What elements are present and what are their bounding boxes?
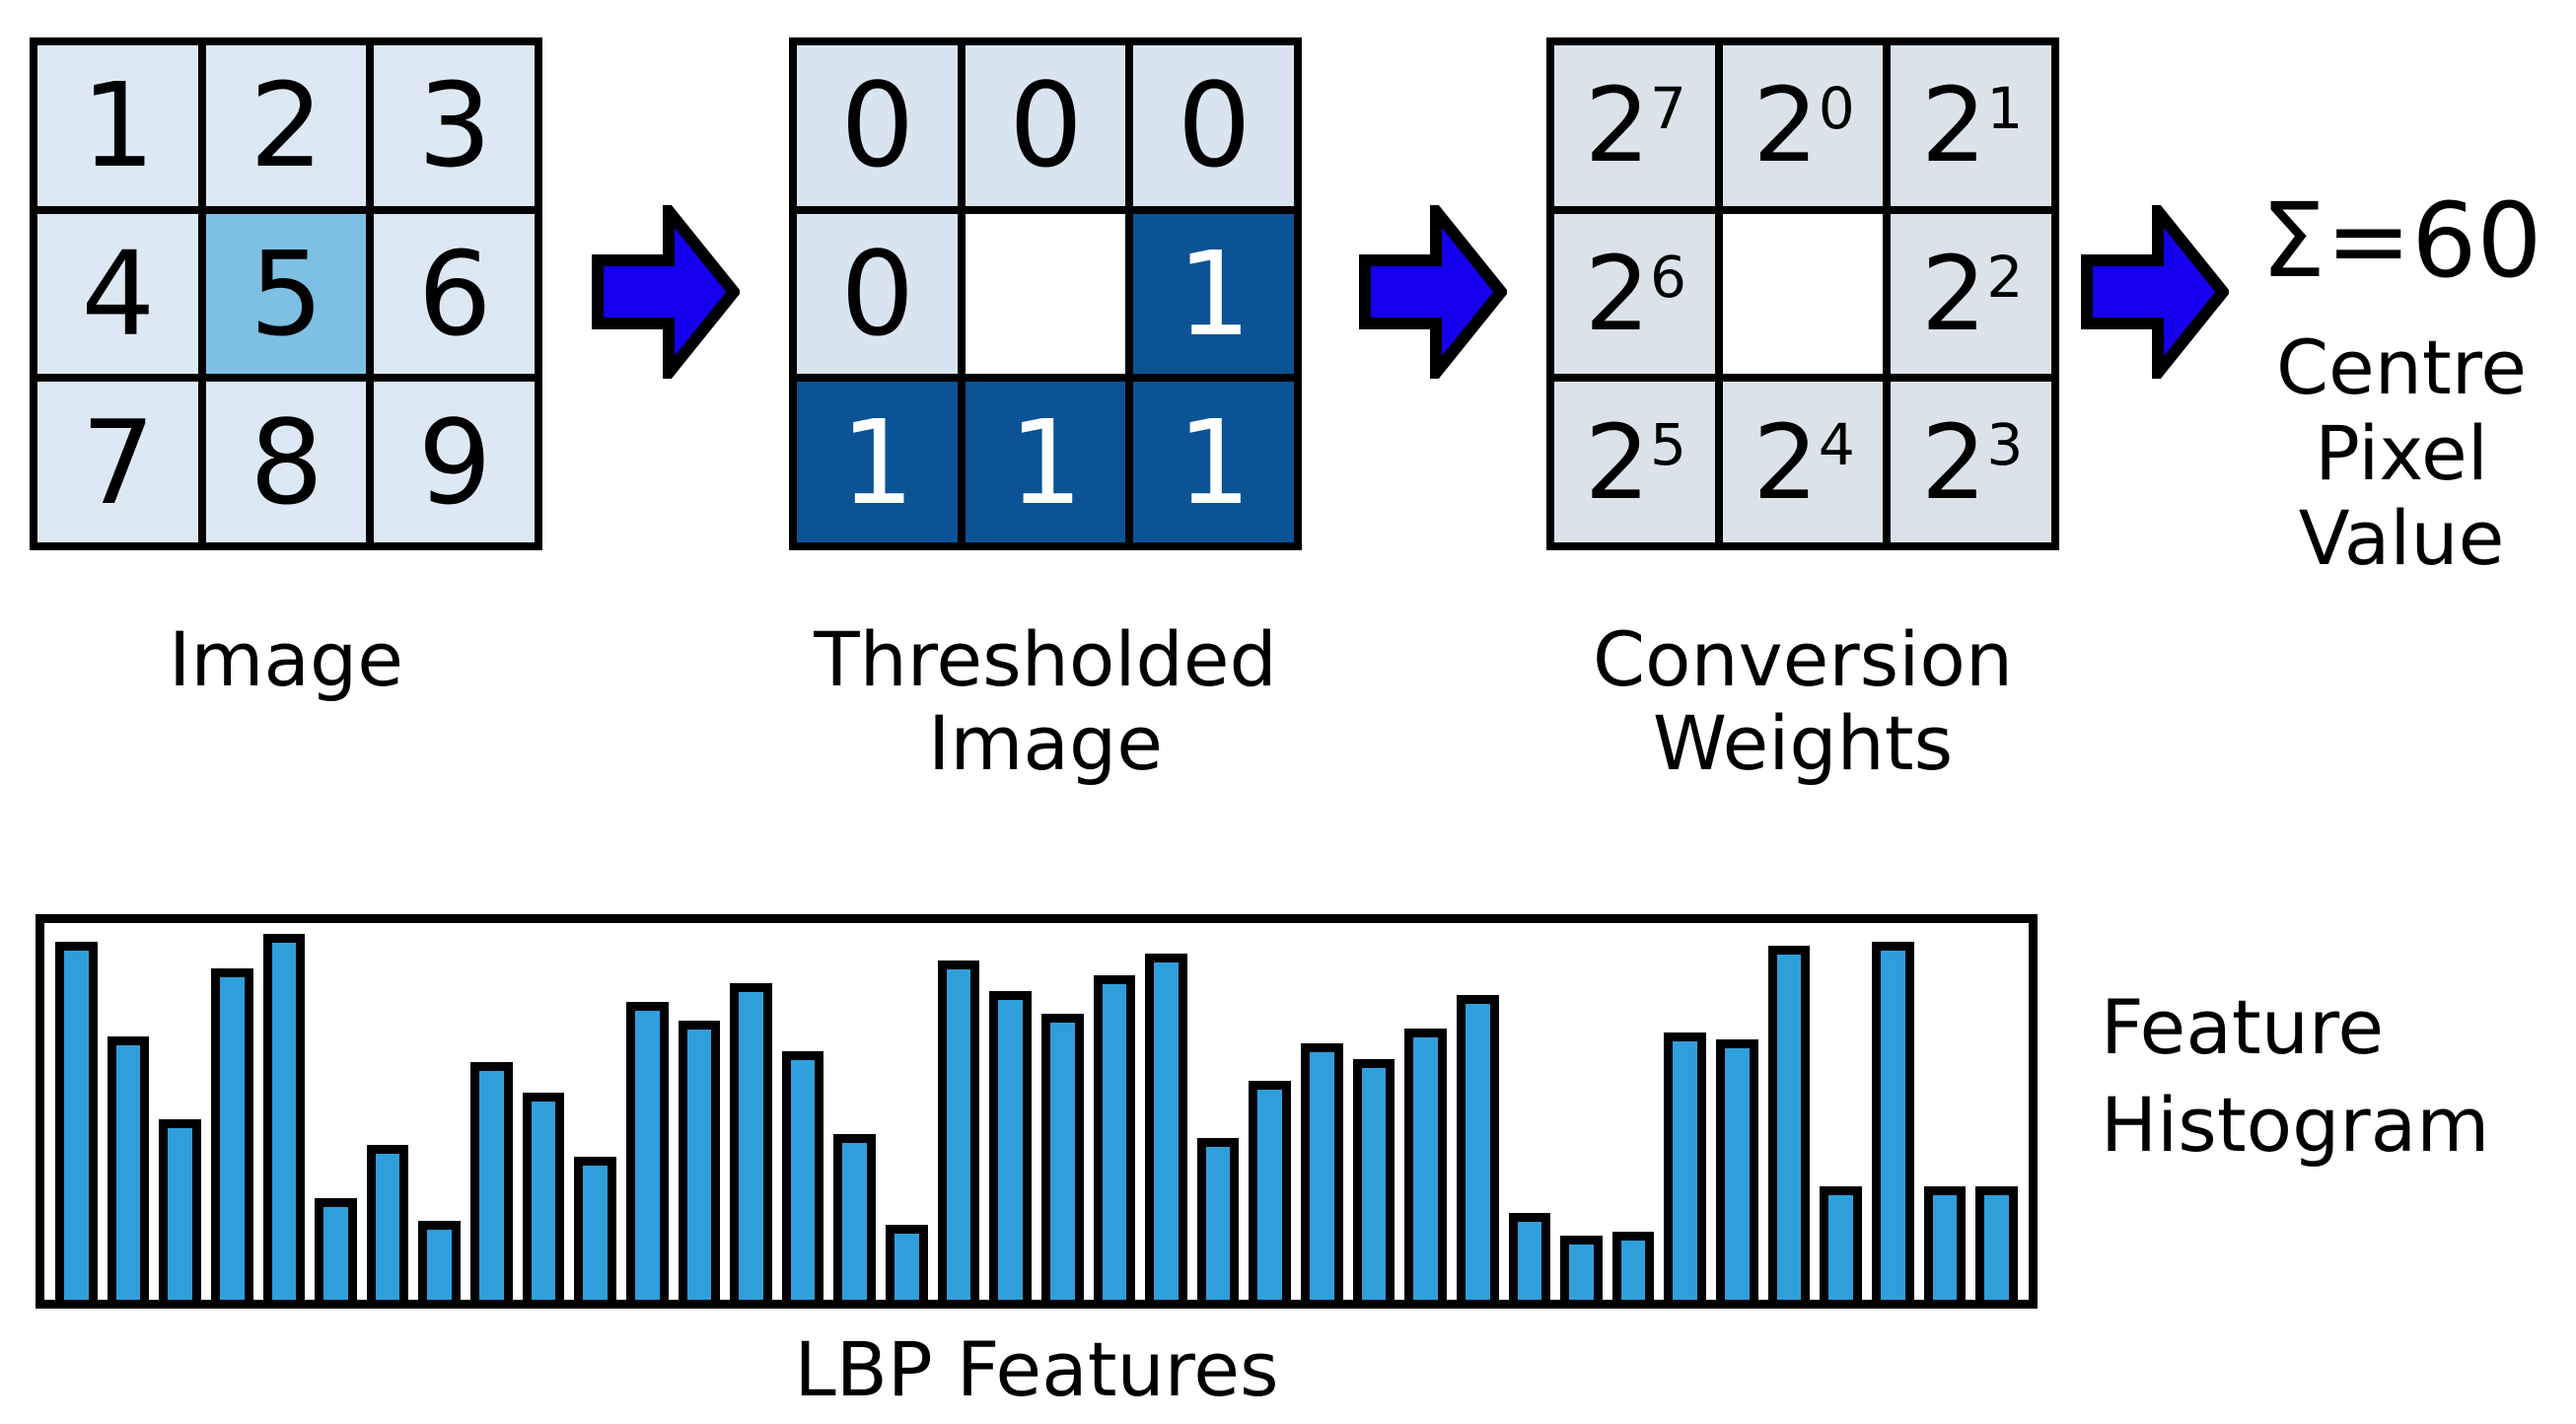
- histogram-bar: [55, 942, 98, 1300]
- weight-base: 2: [1753, 401, 1818, 523]
- histogram-xlabel: LBP Features: [794, 1325, 1279, 1413]
- histogram-bar: [418, 1221, 461, 1300]
- histogram-bar: [107, 1036, 150, 1300]
- weight-base: 2: [1584, 65, 1650, 186]
- thresh-cell-1: 0: [797, 45, 958, 206]
- histogram-bar: [886, 1225, 928, 1300]
- right-block-arrow-icon-1: [592, 205, 740, 379]
- histogram-bar: [1145, 954, 1187, 1300]
- image-cell-2: 2: [205, 45, 367, 206]
- thresh-cell-8: 1: [965, 382, 1126, 542]
- image-cell-3: 3: [374, 45, 535, 206]
- thresholded-grid: 0 0 0 0 1 1 1 1: [789, 37, 1302, 550]
- histogram-bar: [210, 968, 253, 1300]
- histogram-bar: [1611, 1232, 1655, 1300]
- histogram-bars: [44, 923, 2029, 1300]
- histogram-bar: [262, 934, 306, 1300]
- stage-label-thresholded-image: Thresholded Image: [814, 615, 1277, 788]
- image-grid: 1 2 3 4 5 6 7 8 9: [30, 37, 542, 550]
- image-cell-4: 4: [37, 213, 198, 375]
- result-block: Σ=60 Centre Pixel Value: [2224, 189, 2576, 582]
- image-cell-9: 9: [374, 382, 535, 542]
- histogram-bar: [1923, 1186, 1967, 1300]
- histogram-bar: [1404, 1029, 1447, 1300]
- histogram-bar: [1508, 1213, 1551, 1300]
- histogram-bar: [1664, 1032, 1706, 1300]
- thresh-cell-2: 0: [965, 45, 1126, 206]
- centre-pixel-value-caption: Centre Pixel Value: [2275, 323, 2528, 583]
- pipeline-top-row: 1 2 3 4 5 6 7 8 9 Image 0 0 0 0 1 1 1 1: [30, 37, 2576, 785]
- histogram-bar: [1196, 1138, 1240, 1300]
- histogram-bar: [781, 1051, 824, 1300]
- histogram-bar: [574, 1157, 616, 1300]
- image-cell-8: 8: [205, 382, 367, 542]
- histogram-bar: [1456, 995, 1499, 1300]
- histogram-bar: [730, 983, 772, 1300]
- histogram-bar: [1249, 1081, 1291, 1300]
- histogram-bar: [1093, 975, 1136, 1300]
- image-cell-5-centre: 5: [205, 213, 367, 375]
- histogram-bar: [1975, 1186, 2018, 1300]
- weight-base: 2: [1584, 233, 1650, 354]
- histogram-bar: [625, 1002, 669, 1300]
- histogram-plot-box: [36, 914, 2038, 1309]
- weight-base: 2: [1584, 401, 1650, 523]
- weight-base: 2: [1753, 65, 1818, 186]
- stage-thresholded-image: 0 0 0 0 1 1 1 1 Thresholded Image: [789, 37, 1302, 785]
- histogram-bar: [1352, 1059, 1395, 1300]
- thresh-cell-4: 0: [797, 213, 958, 375]
- weight-cell-5-centre-blank: [1722, 213, 1884, 375]
- histogram-bar: [1716, 1039, 1758, 1300]
- histogram-bar: [315, 1198, 357, 1300]
- weight-base: 2: [1921, 401, 1986, 523]
- sum-value-text: Σ=60: [2260, 180, 2542, 301]
- image-cell-7: 7: [37, 382, 198, 542]
- histogram-bar: [1767, 946, 1811, 1300]
- image-cell-1: 1: [37, 45, 198, 206]
- histogram-bar: [678, 1021, 721, 1300]
- image-cell-6: 6: [374, 213, 535, 375]
- histogram-bar: [1040, 1014, 1084, 1300]
- histogram-bar: [522, 1093, 565, 1300]
- right-block-arrow-icon-3: [2081, 205, 2229, 379]
- right-block-arrow-icon-2: [1359, 205, 1507, 379]
- thresh-cell-5-centre-blank: [965, 213, 1126, 375]
- thresh-cell-3: 0: [1133, 45, 1294, 206]
- thresh-cell-6: 1: [1133, 213, 1294, 375]
- stage-label-image: Image: [168, 615, 404, 703]
- histogram-side-label: Feature Histogram: [2101, 983, 2490, 1169]
- histogram-bar: [159, 1119, 201, 1300]
- weight-base: 2: [1921, 65, 1986, 186]
- weight-base: 2: [1921, 233, 1986, 354]
- stage-image: 1 2 3 4 5 6 7 8 9 Image: [30, 37, 542, 701]
- histogram-bar: [1820, 1186, 1862, 1300]
- histogram-bar: [833, 1134, 876, 1300]
- histogram-bar: [989, 991, 1032, 1300]
- thresh-cell-7: 1: [797, 382, 958, 542]
- thresh-cell-9: 1: [1133, 382, 1294, 542]
- histogram-bar: [1301, 1043, 1343, 1300]
- histogram-bar: [1871, 942, 1914, 1300]
- histogram-bar: [937, 961, 980, 1300]
- histogram-bar: [470, 1062, 513, 1300]
- stage-label-conversion-weights: Conversion Weights: [1592, 615, 2014, 788]
- histogram-bar: [1560, 1236, 1603, 1300]
- histogram-bar: [366, 1145, 409, 1300]
